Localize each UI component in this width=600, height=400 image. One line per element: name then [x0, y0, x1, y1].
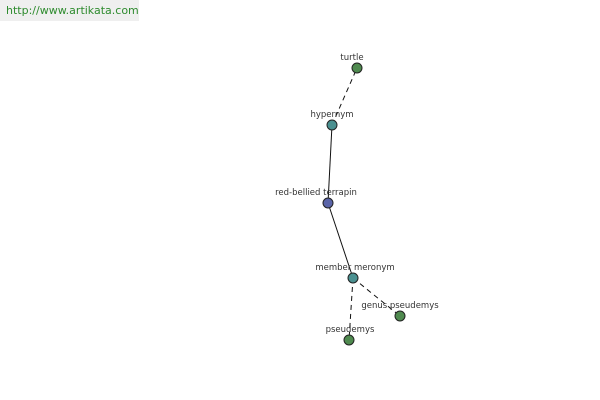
node-turtle-label[interactable]: turtle [340, 53, 363, 63]
url-banner[interactable]: http://www.artikata.com [0, 0, 139, 21]
node-genus-pseudemys-dot[interactable] [394, 310, 406, 322]
node-hypernym[interactable]: hypernym [310, 110, 354, 131]
edge-root-hypernym [327, 124, 333, 204]
node-genus-pseudemys-label[interactable]: genus pseudemys [361, 301, 439, 311]
node-root[interactable]: red-bellied terrapin [275, 188, 357, 209]
node-root-label[interactable]: red-bellied terrapin [275, 188, 357, 198]
edge-member-meronym-genus-pseudemys [352, 277, 401, 317]
node-pseudemys-label[interactable]: pseudemys [326, 325, 375, 335]
node-member-meronym[interactable]: member meronym [315, 263, 395, 284]
node-pseudemys[interactable]: pseudemys [326, 325, 375, 346]
node-turtle-dot[interactable] [351, 62, 363, 74]
edge-hypernym-turtle [331, 67, 358, 126]
node-member-meronym-label[interactable]: member meronym [315, 263, 394, 273]
node-genus-pseudemys[interactable]: genus pseudemys [361, 301, 439, 322]
edge-member-meronym-pseudemys [348, 277, 354, 341]
node-root-dot[interactable] [322, 197, 334, 209]
edge-root-member-meronym [327, 202, 354, 279]
node-hypernym-dot[interactable] [326, 119, 338, 131]
node-turtle[interactable]: turtle [340, 53, 364, 74]
node-hypernym-label[interactable]: hypernym [310, 110, 353, 120]
node-pseudemys-dot[interactable] [343, 334, 355, 346]
node-member-meronym-dot[interactable] [347, 272, 359, 284]
